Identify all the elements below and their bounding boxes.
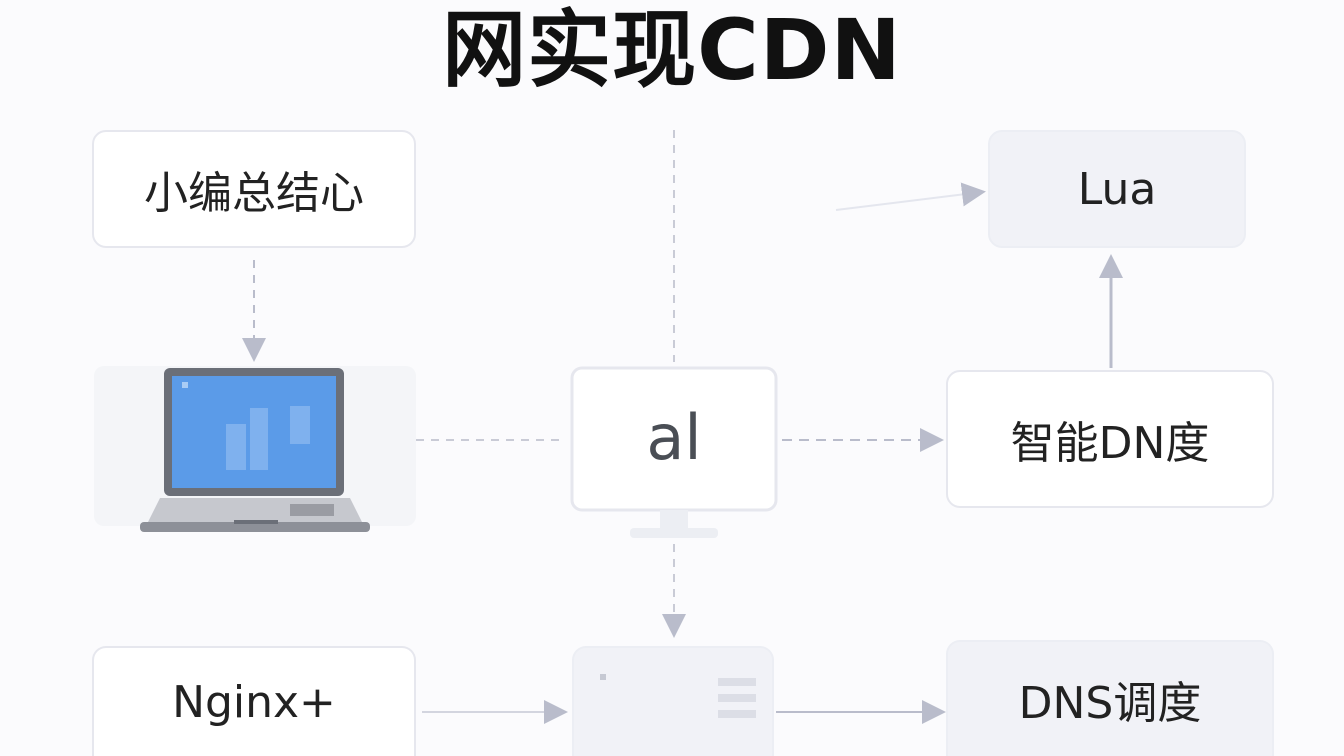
node-nginx-label: Nginx+ [172,676,336,728]
server-panel-icon [572,646,774,756]
node-summary: 小编总结心 [92,130,416,248]
laptop-icon [140,368,370,532]
arrow-to-lua [835,182,986,211]
node-dns-dispatch: DNS调度 [946,640,1274,756]
monitor-label: al [646,400,702,474]
page-title: 网实现CDN [442,1,902,99]
node-dns-dispatch-label: DNS调度 [1018,678,1202,729]
node-nginx: Nginx+ [92,646,416,756]
node-smart-dns-label: 智能DN度 [1010,418,1210,469]
node-lua-label: Lua [1077,163,1157,215]
node-summary-label: 小编总结心 [144,168,364,219]
node-lua: Lua [988,130,1246,248]
node-smart-dns: 智能DN度 [946,370,1274,508]
monitor-icon [570,366,778,538]
